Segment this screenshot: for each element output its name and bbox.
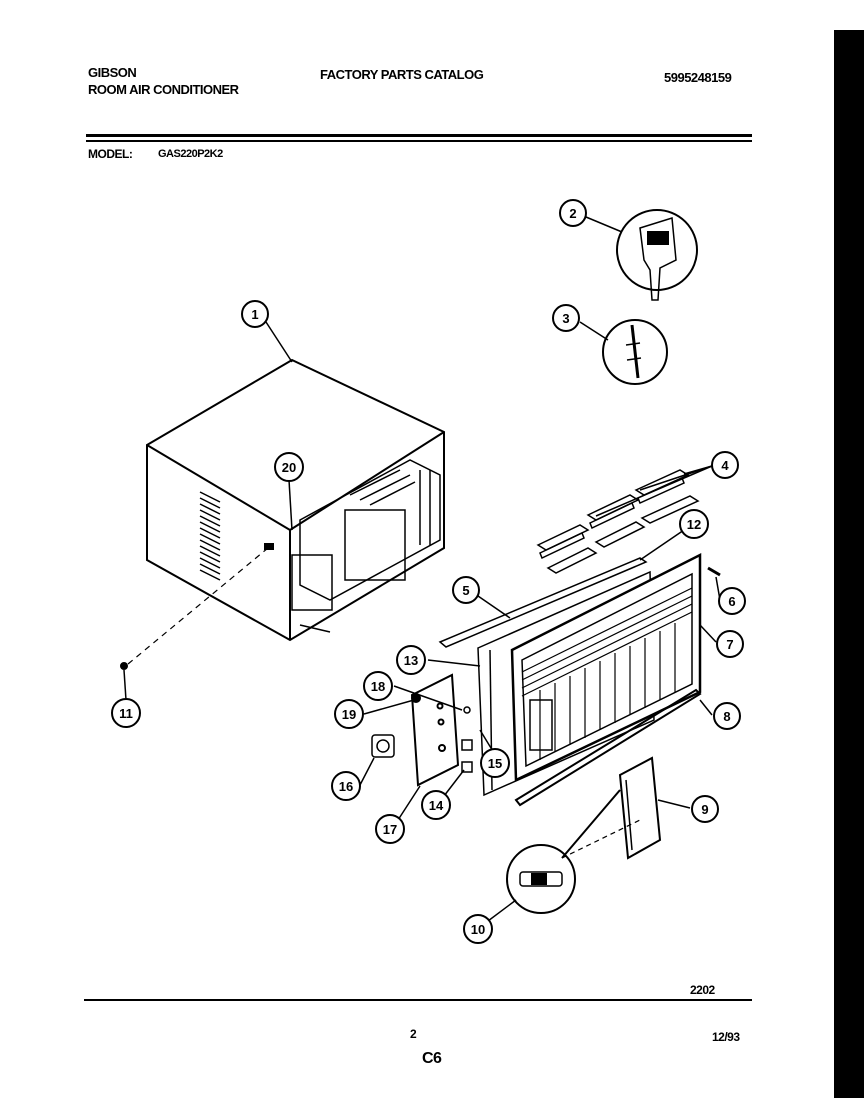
svg-text:9: 9 [701, 802, 708, 817]
top-strip-5 [438, 557, 648, 648]
detail-strip-3 [602, 319, 668, 385]
svg-text:5: 5 [462, 583, 469, 598]
cabinet-housing [146, 358, 445, 642]
front-grille-7 [510, 552, 702, 782]
switch-16 [371, 734, 395, 758]
callout-2: 2 [559, 199, 587, 227]
model-value: GAS220P2K2 [158, 148, 223, 160]
catalog-title: FACTORY PARTS CATALOG [320, 67, 484, 82]
part-number: 5995248159 [664, 70, 732, 85]
screw-11 [120, 543, 274, 670]
footer-rule [84, 999, 752, 1001]
page-number: 2 [410, 1027, 417, 1041]
detail-clip-2 [616, 209, 698, 301]
leader-lines [123, 216, 721, 925]
header-rule-top [86, 134, 752, 137]
callout-6: 6 [718, 587, 746, 615]
svg-text:20: 20 [282, 460, 296, 475]
svg-text:1: 1 [251, 307, 258, 322]
model-label: MODEL: [88, 147, 133, 161]
callout-14: 14 [421, 790, 451, 820]
svg-text:19: 19 [342, 707, 356, 722]
svg-text:11: 11 [119, 706, 133, 721]
svg-text:13: 13 [404, 653, 418, 668]
callout-20: 20 [274, 452, 304, 482]
knobs-14 [461, 706, 473, 773]
svg-text:6: 6 [728, 594, 735, 609]
callout-4: 4 [711, 451, 739, 479]
callout-17: 17 [375, 814, 405, 844]
callout-3: 3 [552, 304, 580, 332]
callout-15: 15 [480, 748, 510, 778]
callout-11: 11 [111, 698, 141, 728]
callout-8: 8 [713, 702, 741, 730]
callout-10: 10 [463, 914, 493, 944]
callout-19: 19 [334, 699, 364, 729]
callout-13: 13 [396, 645, 426, 675]
brand-name: GIBSON [88, 65, 137, 80]
svg-text:2: 2 [569, 206, 576, 221]
svg-text:12: 12 [687, 517, 701, 532]
svg-text:3: 3 [562, 311, 569, 326]
svg-text:14: 14 [429, 798, 444, 813]
detail-clip-10 [506, 789, 641, 914]
callout-5: 5 [452, 576, 480, 604]
section-code: C6 [422, 1050, 442, 1067]
scan-border-right [834, 30, 864, 1098]
product-name: ROOM AIR CONDITIONER [88, 82, 239, 97]
svg-text:10: 10 [471, 922, 485, 937]
callout-12: 12 [679, 509, 709, 539]
revision-date: 12/93 [712, 1030, 740, 1044]
svg-text:4: 4 [721, 458, 729, 473]
svg-text:7: 7 [726, 637, 733, 652]
bottom-strip-8 [514, 688, 702, 807]
callout-1: 1 [241, 300, 269, 328]
header-rule-bottom [86, 140, 752, 142]
callout-7: 7 [716, 630, 744, 658]
svg-text:15: 15 [488, 756, 502, 771]
svg-text:17: 17 [383, 822, 397, 837]
callout-16: 16 [331, 771, 361, 801]
callout-18: 18 [363, 671, 393, 701]
filter-clips-4 [536, 469, 700, 574]
svg-text:8: 8 [723, 709, 730, 724]
control-panel-17 [410, 673, 460, 787]
drawing-number: 2202 [690, 983, 715, 997]
callout-9: 9 [691, 795, 719, 823]
pin-6 [707, 566, 721, 577]
filter-9 [618, 756, 662, 860]
svg-text:18: 18 [371, 679, 385, 694]
svg-text:16: 16 [339, 779, 353, 794]
